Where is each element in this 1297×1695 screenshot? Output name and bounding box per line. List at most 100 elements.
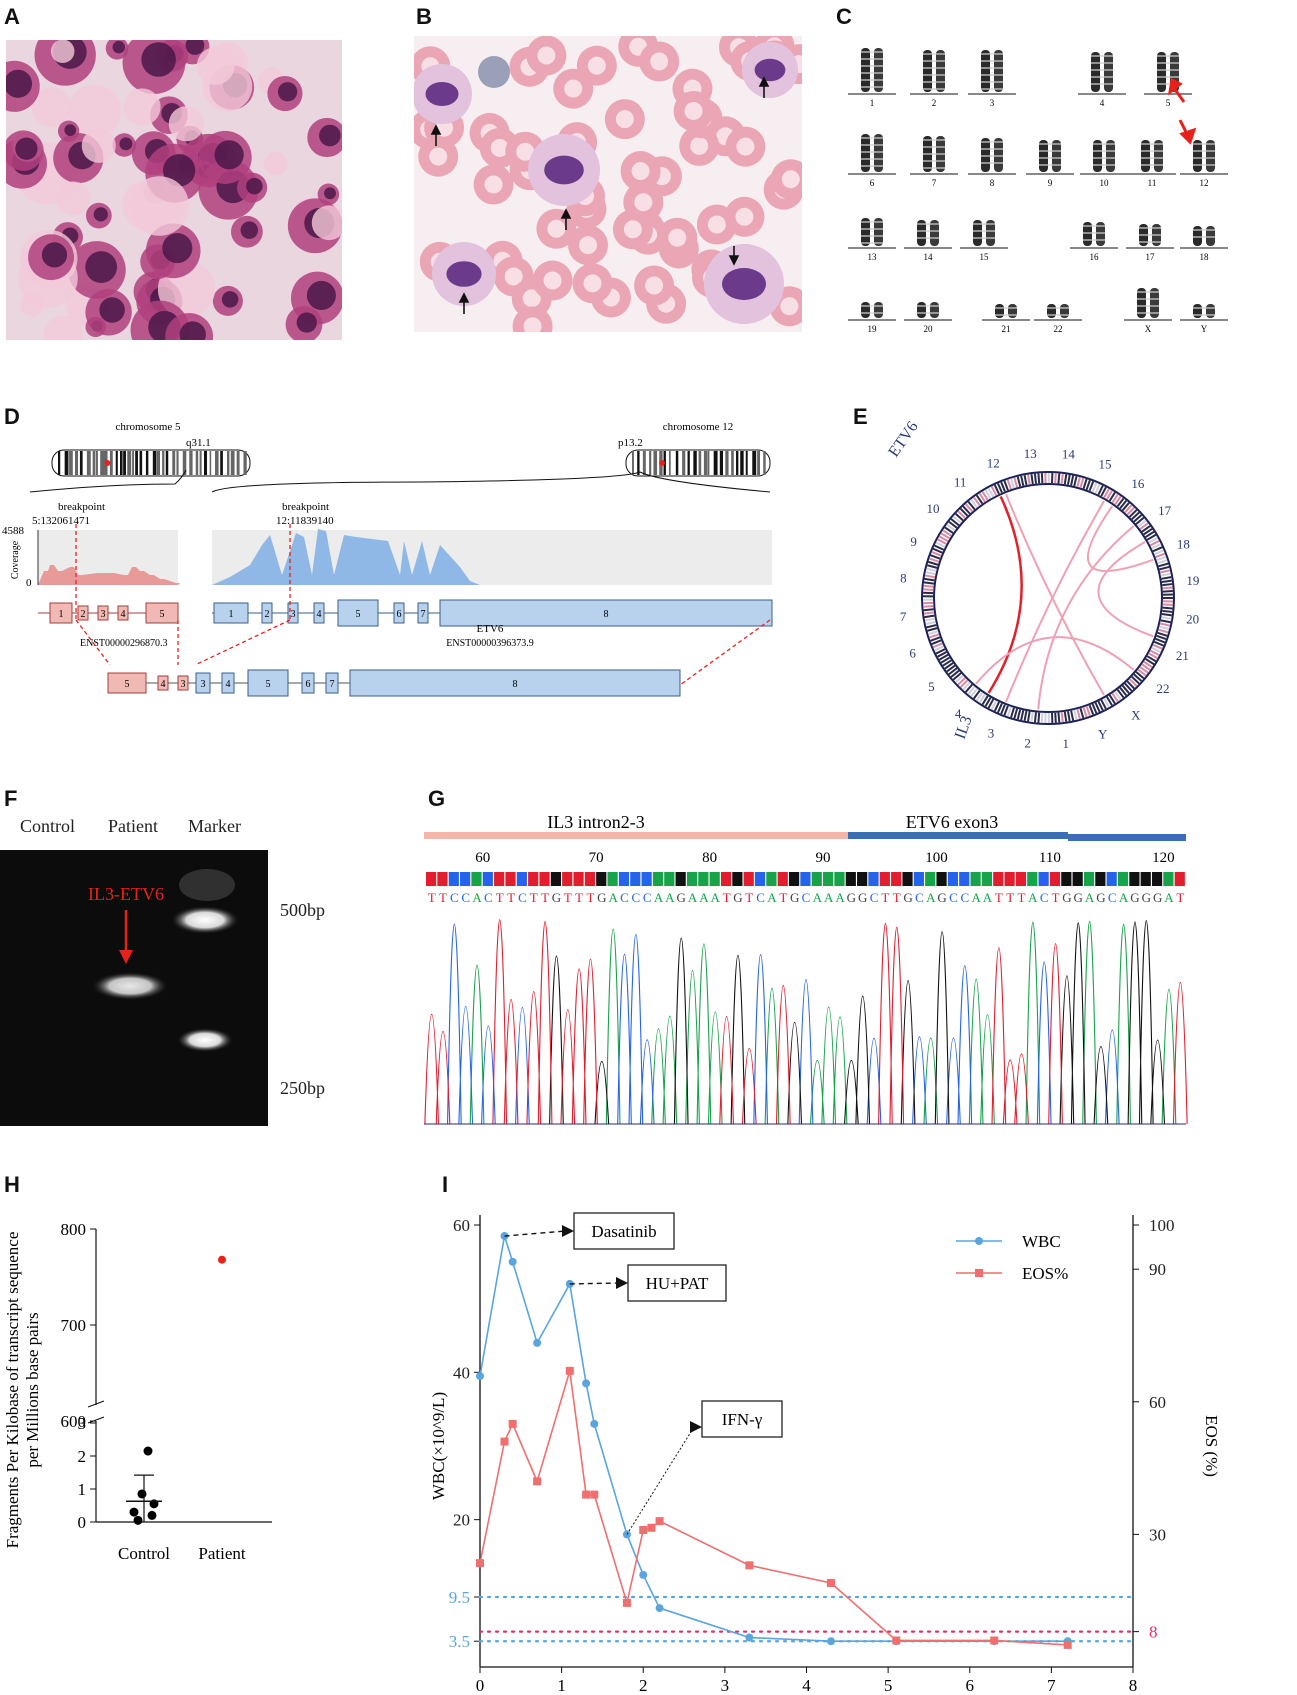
- wbc-point: [655, 1604, 664, 1613]
- chromosome-label: 4: [955, 706, 962, 721]
- control-point: [137, 1489, 147, 1499]
- svg-text:A: A: [813, 890, 823, 905]
- y-tick-label: 0: [78, 1513, 87, 1532]
- chromosome-label: 13: [1024, 446, 1037, 461]
- chr5-zoom-bracket: [29, 469, 187, 493]
- blood-smear-micrograph: [414, 36, 802, 332]
- eos-point: [533, 1477, 542, 1486]
- svg-text:T: T: [745, 890, 753, 905]
- svg-text:T: T: [1052, 890, 1060, 905]
- bone-marrow-micrograph: [6, 40, 342, 340]
- position-label: 90: [816, 850, 831, 866]
- svg-text:A: A: [983, 890, 993, 905]
- svg-text:C: C: [643, 890, 652, 905]
- svg-text:C: C: [620, 890, 629, 905]
- svg-text:G: G: [1130, 890, 1139, 905]
- svg-text:G: G: [1096, 890, 1105, 905]
- etv6-region-bar: [848, 832, 1068, 839]
- x-category-label: Patient: [198, 1544, 245, 1563]
- wbc-point: [508, 1257, 517, 1266]
- legend-label: EOS%: [1022, 1264, 1068, 1283]
- lane-patient-label: Patient: [108, 816, 158, 836]
- wbc-point: [582, 1379, 591, 1388]
- svg-text:G: G: [677, 890, 686, 905]
- wbc-point: [565, 1279, 574, 1288]
- eos-point: [590, 1490, 599, 1499]
- svg-text:A: A: [1028, 890, 1038, 905]
- wbc-point: [590, 1419, 599, 1428]
- chromosome-label: 5: [928, 679, 935, 694]
- coverage-axis-label: Coverage: [10, 540, 21, 579]
- treatment-annotation: IFN-γ: [722, 1410, 763, 1429]
- chromosome-label: 8: [900, 571, 907, 586]
- breakpoint-5-word: breakpoint: [58, 501, 105, 513]
- svg-text:G: G: [937, 890, 946, 905]
- svg-text:C: C: [1040, 890, 1049, 905]
- y-tick-label: 800: [61, 1220, 87, 1239]
- chromosome-label: X: [1145, 324, 1152, 334]
- circos-link: [1097, 541, 1154, 638]
- breakpoint-lines: [75, 524, 771, 686]
- series-line-EOS%: [479, 1370, 1068, 1646]
- x-category-label: Control: [118, 1544, 170, 1563]
- y-left-tick-label: 9.5: [449, 1588, 470, 1607]
- chromosome-label: 17: [1146, 252, 1156, 262]
- svg-text:A: A: [926, 890, 936, 905]
- chromosome-label: 10: [926, 501, 939, 516]
- x-tick-label: 7: [1047, 1676, 1056, 1695]
- x-tick-label: 3: [721, 1676, 730, 1695]
- chromosome-label: 12: [987, 456, 1000, 471]
- svg-text:A: A: [1164, 890, 1174, 905]
- exon-number: 4: [161, 679, 166, 690]
- chromosome-label: 14: [1062, 446, 1076, 461]
- svg-text:T: T: [1018, 890, 1026, 905]
- svg-text:C: C: [632, 890, 641, 905]
- chromosome-label: 6: [870, 178, 875, 188]
- chromosome-label: 6: [909, 646, 916, 661]
- exon-number: 3: [291, 609, 296, 620]
- circos-link: [987, 495, 1023, 694]
- svg-text:T: T: [723, 890, 731, 905]
- svg-text:A: A: [824, 890, 834, 905]
- circos-link: [1005, 493, 1105, 696]
- breakpoint-12-word: breakpoint: [282, 501, 329, 513]
- marker-250bp: 250bp: [280, 1078, 325, 1098]
- wbc-point: [622, 1530, 631, 1539]
- chromosome-label: 13: [868, 252, 878, 262]
- svg-text:G: G: [1062, 890, 1071, 905]
- svg-text:C: C: [960, 890, 969, 905]
- circos-link: [975, 636, 1135, 685]
- chr12-band: p13.2: [618, 437, 643, 449]
- exon-number: 5: [160, 609, 165, 620]
- y-right-tick-label: 100: [1149, 1216, 1175, 1235]
- chromosome-label: 22: [1157, 681, 1170, 696]
- circos-link: [1037, 525, 1135, 710]
- coverage-max: 4588: [2, 525, 25, 537]
- eos-point: [1063, 1640, 1072, 1649]
- wbc-point: [745, 1633, 754, 1642]
- panel-letter-i: I: [442, 1172, 449, 1197]
- exon-number: 8: [604, 609, 609, 620]
- position-label: 70: [589, 850, 604, 866]
- svg-text:G: G: [552, 890, 561, 905]
- eos-point: [639, 1525, 648, 1534]
- svg-text:C: C: [802, 890, 811, 905]
- y-tick-label: 2: [78, 1447, 87, 1466]
- svg-text:T: T: [496, 890, 504, 905]
- wbc-point: [476, 1372, 484, 1381]
- lane-marker-label: Marker: [188, 816, 241, 836]
- trace-G: [549, 919, 1165, 1125]
- control-point: [143, 1446, 153, 1456]
- y-tick-label: 1: [78, 1480, 87, 1499]
- svg-text:G: G: [847, 890, 856, 905]
- svg-text:T: T: [779, 890, 787, 905]
- y-right-tick-label: 90: [1149, 1260, 1166, 1279]
- chromosome-label: 1: [1063, 736, 1070, 751]
- chromosome-label: 15: [980, 252, 990, 262]
- svg-text:T: T: [564, 890, 572, 905]
- chromosome-label: Y: [1098, 726, 1108, 741]
